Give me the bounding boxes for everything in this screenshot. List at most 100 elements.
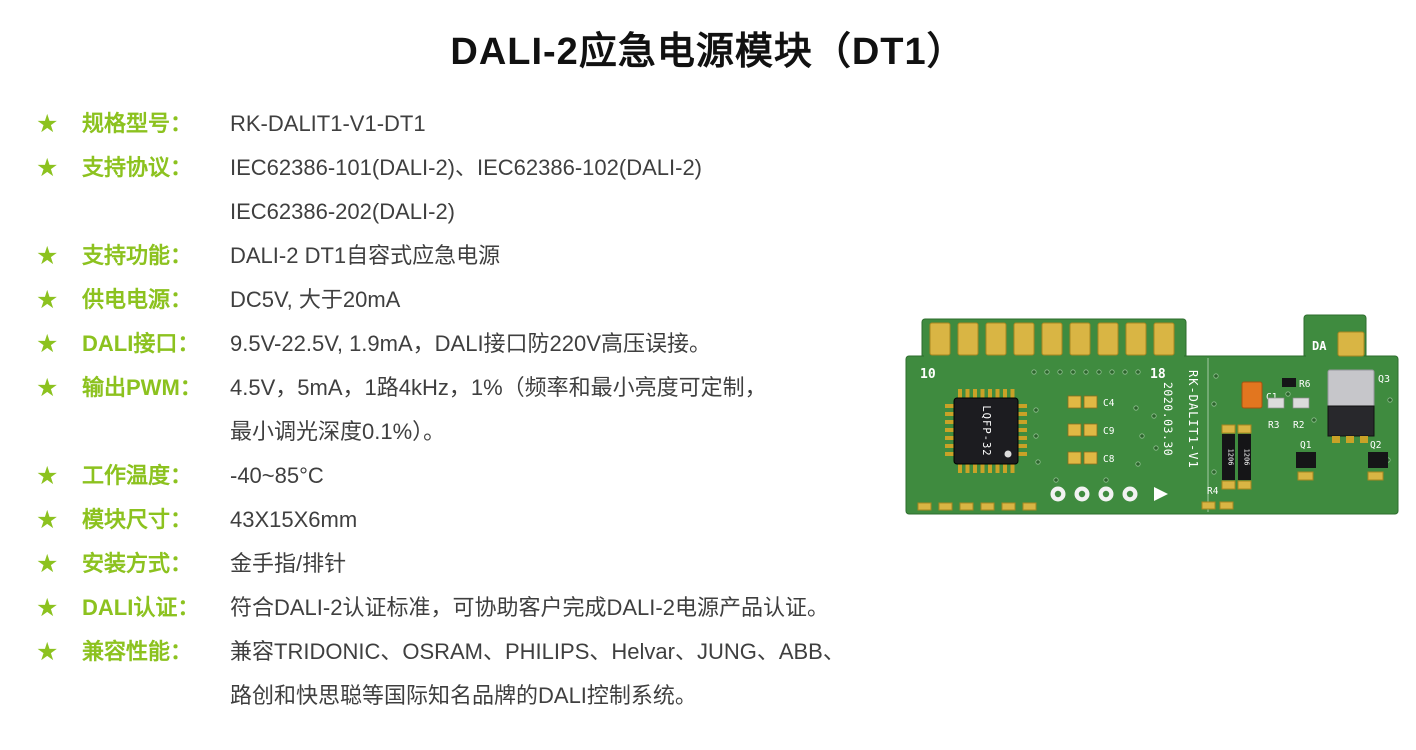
spec-row: ★ 工作温度： -40~85°C xyxy=(36,454,916,498)
spec-value-line: 4.5V，5mA，1路4kHz，1%（频率和最小亮度可定制， xyxy=(230,375,767,400)
pcb-image: DA 10 18 xyxy=(905,314,1399,515)
spec-value-line: RK-DALIT1-V1-DT1 xyxy=(230,111,426,136)
spec-value-line: 兼容TRIDONIC、OSRAM、PHILIPS、Helvar、JUNG、ABB… xyxy=(230,639,845,664)
right-components: 1206 1206 R4 C1 R6 R3 R2 Q1 Q2 xyxy=(1201,369,1390,510)
spec-value-line: 符合DALI-2认证标准，可协助客户完成DALI-2电源产品认证。 xyxy=(230,595,829,620)
spec-value-line: DC5V, 大于20mA xyxy=(230,287,401,312)
star-icon: ★ xyxy=(36,242,59,270)
star-icon: ★ xyxy=(36,154,59,182)
hole-row xyxy=(1050,486,1168,502)
spec-value: 兼容TRIDONIC、OSRAM、PHILIPS、Helvar、JUNG、ABB… xyxy=(230,630,916,718)
spec-row: ★ 支持协议： IEC62386-101(DALI-2)、IEC62386-102(… xyxy=(36,146,916,234)
tab-joint-patch xyxy=(924,352,1184,362)
spec-row: ★ 规格型号： RK-DALIT1-V1-DT1 xyxy=(36,102,916,146)
date-code: 2020.03.30 xyxy=(1161,382,1175,456)
tab-joint-patch xyxy=(1306,352,1364,362)
spec-row: ★ DALI认证： 符合DALI-2认证标准，可协助客户完成DALI-2电源产品认证… xyxy=(36,586,916,630)
qfp-chip: LQFP-32 xyxy=(945,389,1027,473)
spec-value-line: 最小调光深度0.1%）。 xyxy=(230,419,446,444)
star-icon: ★ xyxy=(36,594,59,622)
spec-list: ★ 规格型号： RK-DALIT1-V1-DT1 ★ 支持协议： IEC62386-101… xyxy=(36,102,916,718)
spec-value-line: 金手指/排针 xyxy=(230,551,347,576)
spec-label: 安装方式： xyxy=(82,551,193,576)
qfp-chip-body xyxy=(953,397,1019,465)
spec-row: ★ DALI接口： 9.5V-22.5V, 1.9mA，DALI接口防220V高压误… xyxy=(36,322,916,366)
board-id: RK-DALIT1-V1 xyxy=(1186,370,1200,469)
spec-value-line: IEC62386-202(DALI-2) xyxy=(230,199,456,224)
orange-cap xyxy=(1241,381,1263,409)
spec-label: 模块尺寸： xyxy=(82,507,193,532)
spec-value: DC5V, 大于20mA xyxy=(230,278,916,322)
spec-label: DALI接口： xyxy=(82,331,200,356)
spec-value-line: 9.5V-22.5V, 1.9mA，DALI接口防220V高压误接。 xyxy=(230,331,711,356)
c8-label: C8 xyxy=(1103,454,1115,465)
pcb-photo: DA 10 18 xyxy=(902,312,1402,522)
spec-value: IEC62386-101(DALI-2)、IEC62386-102(DALI-2… xyxy=(230,146,916,234)
spec-label: 规格型号： xyxy=(82,111,193,136)
c4-label: C4 xyxy=(1103,398,1115,409)
star-icon: ★ xyxy=(36,110,59,138)
q3-package xyxy=(1327,369,1375,443)
chip-marking: LQFP-32 xyxy=(980,405,992,456)
spec-label: 输出PWM： xyxy=(82,375,202,400)
cap-group: C4 C9 C8 xyxy=(1067,395,1115,465)
spec-value: RK-DALIT1-V1-DT1 xyxy=(230,102,916,146)
product-spec-sheet: DALI-2应急电源模块（DT1） ★ 规格型号： RK-DALIT1-V1-DT1… xyxy=(0,0,1416,708)
spec-label: 支持功能： xyxy=(82,243,193,268)
spec-value: DALI-2 DT1自容式应急电源 xyxy=(230,234,916,278)
star-icon: ★ xyxy=(36,286,59,314)
star-icon: ★ xyxy=(36,330,59,358)
spec-row: ★ 供电电源： DC5V, 大于20mA xyxy=(36,278,916,322)
spec-value: 4.5V，5mA，1路4kHz，1%（频率和最小亮度可定制， 最小调光深度0.1%… xyxy=(230,366,916,454)
spec-row: ★ 安装方式： 金手指/排针 xyxy=(36,542,916,586)
star-icon: ★ xyxy=(36,374,59,402)
page-title: DALI-2应急电源模块（DT1） xyxy=(450,31,966,73)
spec-row: ★ 兼容性能： 兼容TRIDONIC、OSRAM、PHILIPS、Helvar、JU… xyxy=(36,630,916,718)
bottom-pad-row xyxy=(917,502,1037,511)
spec-value-line: 路创和快思聪等国际知名品牌的DALI控制系统。 xyxy=(230,683,697,708)
pin1-dot xyxy=(1004,450,1012,458)
spec-value-line: 43X15X6mm xyxy=(230,507,358,532)
c1-label: C1 xyxy=(1266,392,1278,403)
star-icon: ★ xyxy=(36,550,59,578)
spec-label: 兼容性能： xyxy=(82,639,193,664)
qfp-pins xyxy=(945,389,1027,473)
q3-label: Q3 xyxy=(1378,374,1390,385)
star-icon: ★ xyxy=(36,506,59,534)
da-label: DA xyxy=(1312,339,1327,353)
r6-comp xyxy=(1282,378,1296,387)
r3-comp xyxy=(1267,397,1285,409)
spec-value-line: -40~85°C xyxy=(230,463,324,488)
r6-label: R6 xyxy=(1299,379,1311,390)
spec-value: 符合DALI-2认证标准，可协助客户完成DALI-2电源产品认证。 xyxy=(230,586,916,630)
spec-label: 工作温度： xyxy=(82,463,193,488)
c9-label: C9 xyxy=(1103,426,1115,437)
q1-label: Q1 xyxy=(1300,440,1312,451)
r2-comp xyxy=(1292,397,1310,409)
spec-label: 供电电源： xyxy=(82,287,193,312)
q2-label: Q2 xyxy=(1370,440,1381,451)
gold-finger-pads xyxy=(929,322,1175,356)
q2-comp xyxy=(1368,452,1388,468)
spec-value-line: IEC62386-101(DALI-2)、IEC62386-102(DALI-2… xyxy=(230,155,703,180)
spec-value-line: DALI-2 DT1自容式应急电源 xyxy=(230,243,501,268)
q1-comp xyxy=(1296,452,1316,468)
spec-row: ★ 支持功能： DALI-2 DT1自容式应急电源 xyxy=(36,234,916,278)
spec-row: ★ 模块尺寸： 43X15X6mm xyxy=(36,498,916,542)
spec-label: DALI认证： xyxy=(82,595,200,620)
spec-value: 43X15X6mm xyxy=(230,498,916,542)
spec-label: 支持协议： xyxy=(82,155,193,180)
res-b-marking: 1206 xyxy=(1243,449,1251,466)
da-pad xyxy=(1337,331,1365,357)
spec-value: 金手指/排针 xyxy=(230,542,916,586)
resistor-1206-a xyxy=(1222,434,1235,480)
spec-value: 9.5V-22.5V, 1.9mA，DALI接口防220V高压误接。 xyxy=(230,322,916,366)
arrow-marker xyxy=(1154,487,1168,501)
star-icon: ★ xyxy=(36,462,59,490)
pin10-label: 10 xyxy=(920,367,936,382)
res-a-marking: 1206 xyxy=(1227,449,1235,466)
star-icon: ★ xyxy=(36,638,59,666)
r4-label: R4 xyxy=(1207,486,1219,497)
spec-value: -40~85°C xyxy=(230,454,916,498)
pin18-label: 18 xyxy=(1150,367,1166,382)
